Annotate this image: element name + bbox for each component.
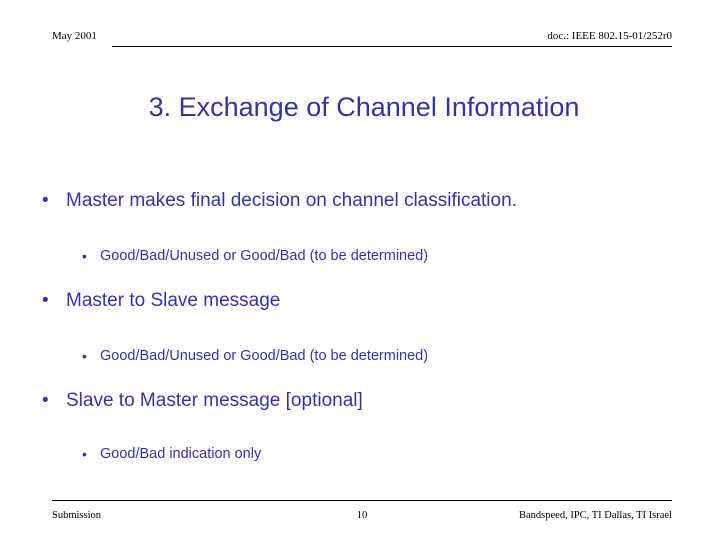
- spacer: [24, 414, 700, 444]
- bullet-icon: •: [42, 290, 49, 311]
- footer-submission-label: Submission: [52, 510, 102, 521]
- list-item-label: Good/Bad/Unused or Good/Bad (to be deter…: [100, 248, 429, 264]
- list-item-label: Master to Slave message: [66, 290, 281, 311]
- slide-header: May 2001 doc.: IEEE 802.15-01/252r0: [52, 30, 672, 52]
- header-document-id: doc.: IEEE 802.15-01/252r0: [547, 30, 672, 42]
- spacer: [24, 366, 700, 388]
- header-date: May 2001: [52, 30, 97, 42]
- footer-credit: Bandspeed, IPC, TI Dallas, TI Israel: [519, 510, 672, 521]
- spacer: [24, 314, 700, 346]
- list-item: • Slave to Master message [optional]: [24, 388, 700, 414]
- footer-divider: [52, 500, 672, 501]
- spacer: [24, 214, 700, 246]
- bullet-icon: •: [82, 348, 87, 364]
- header-divider: [112, 46, 672, 47]
- footer-page-number: 10: [356, 510, 368, 521]
- list-item-label: Good/Bad indication only: [100, 446, 262, 462]
- bullet-icon: •: [42, 190, 49, 211]
- bullet-icon: •: [82, 446, 87, 462]
- bullet-icon: •: [82, 248, 87, 264]
- list-item: • Good/Bad/Unused or Good/Bad (to be det…: [24, 346, 700, 366]
- page-title: 3. Exchange of Channel Information: [148, 92, 580, 122]
- list-item-label: Master makes final decision on channel c…: [66, 190, 517, 211]
- spacer: [24, 266, 700, 288]
- list-item: • Master to Slave message: [24, 288, 700, 314]
- list-item: • Master makes final decision on channel…: [24, 188, 700, 214]
- slide-footer: Submission 10 Bandspeed, IPC, TI Dallas,…: [52, 500, 672, 524]
- bullet-list: • Master makes final decision on channel…: [24, 188, 700, 464]
- list-item: • Good/Bad/Unused or Good/Bad (to be det…: [24, 246, 700, 266]
- list-item-label: Good/Bad/Unused or Good/Bad (to be deter…: [100, 348, 429, 364]
- list-item: • Good/Bad indication only: [24, 444, 700, 464]
- list-item-label: Slave to Master message [optional]: [66, 390, 363, 411]
- bullet-icon: •: [42, 390, 49, 411]
